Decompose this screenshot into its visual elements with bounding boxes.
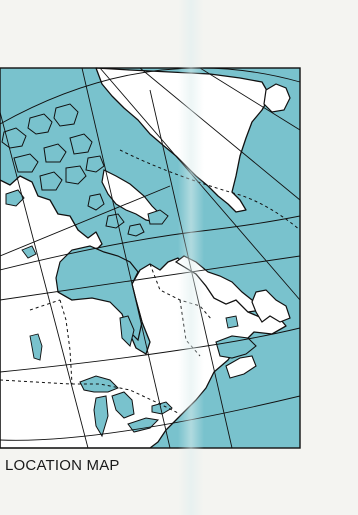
hudson-bay <box>55 245 143 342</box>
mainland-north-america <box>0 175 287 449</box>
canadian-lakes <box>21 245 239 361</box>
arctic-archipelago <box>1 103 169 237</box>
great-lakes <box>79 375 173 438</box>
newfoundland-island <box>251 289 291 323</box>
gulf-of-st-lawrence <box>215 335 257 359</box>
map-border <box>0 67 301 449</box>
map-title: LOCATION MAP <box>5 457 120 474</box>
james-bay <box>119 315 135 347</box>
iceland <box>263 83 291 113</box>
nova-scotia <box>225 355 257 379</box>
